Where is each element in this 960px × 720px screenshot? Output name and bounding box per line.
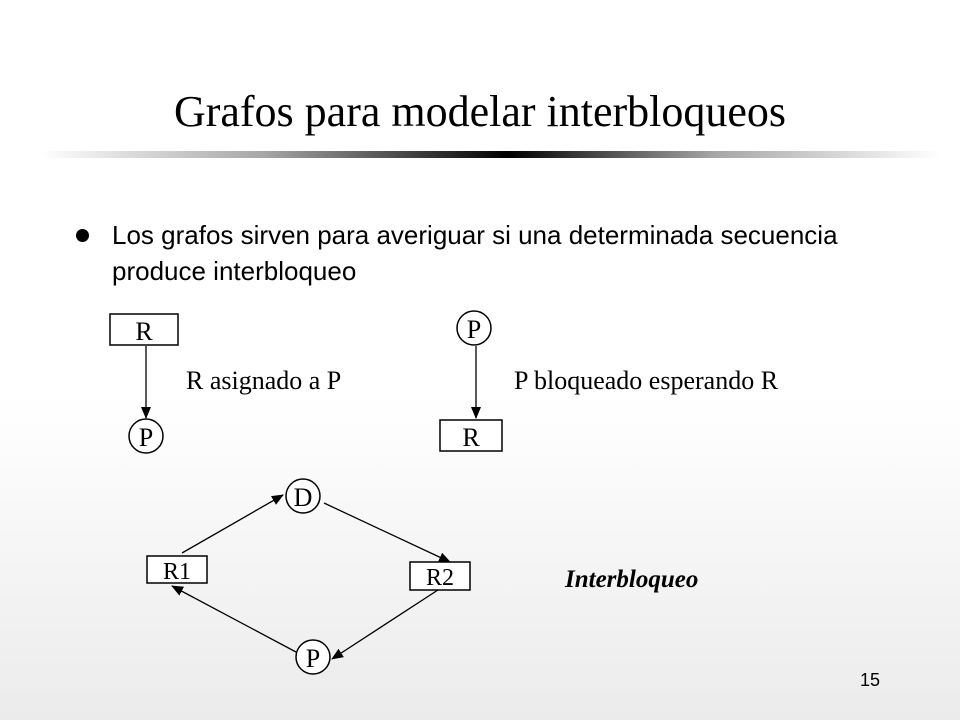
edge-r1-to-d: [181, 494, 284, 554]
node-r2-label: R2: [426, 565, 454, 591]
process-node-label: P: [467, 315, 481, 344]
assignment-caption: R asignado a P: [186, 366, 341, 395]
edge-p-to-r1: [171, 585, 297, 653]
resource-node-box: [439, 419, 503, 452]
node-r1-box: [146, 555, 208, 584]
edge-d-to-r2: [323, 502, 451, 563]
node-d-label: D: [294, 483, 313, 512]
node-d-circle: [285, 478, 321, 514]
node-r2-box: [409, 561, 471, 591]
slide-title: Grafos para modelar interbloqueos: [173, 87, 787, 136]
deadlock-caption: Interbloqueo: [564, 566, 698, 593]
resource-node-label: R: [462, 423, 480, 452]
bullet-icon: [76, 229, 89, 242]
deadlock-cycle-graph: D R1 R2 P Interbloqueo: [146, 478, 698, 675]
node-p-label: P: [306, 644, 320, 673]
page-number: 15: [859, 670, 881, 690]
edge-r2-to-p: [331, 587, 442, 660]
waiting-graph: P R P bloqueado esperando R: [439, 310, 779, 452]
node-p-circle: [295, 639, 331, 675]
process-node-circle: [456, 310, 492, 346]
process-node-circle: [128, 418, 164, 454]
assignment-graph: R P R asignado a P: [109, 313, 341, 454]
process-node-label: P: [139, 423, 153, 452]
title-underline: [40, 151, 940, 158]
node-r1-label: R1: [163, 559, 191, 585]
resource-node-label: R: [135, 317, 153, 346]
waiting-caption: P bloqueado esperando R: [514, 366, 779, 395]
bullet-text: Los grafos sirven para averiguar si una …: [112, 220, 838, 286]
resource-node-box: [109, 313, 179, 346]
